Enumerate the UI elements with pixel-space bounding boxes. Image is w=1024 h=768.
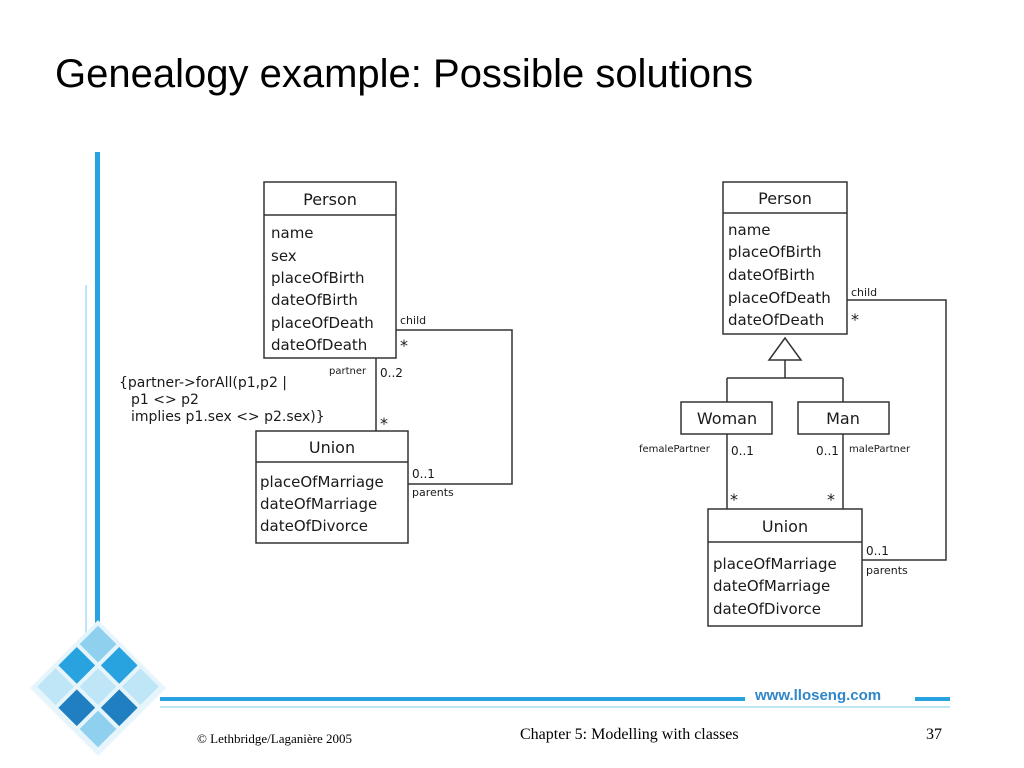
class-man: Man: [797, 401, 890, 435]
attribute: dateOfDeath: [271, 336, 367, 354]
multiplicity-label: *: [730, 490, 738, 509]
constraint-line: {partner->forAll(p1,p2 |: [119, 375, 287, 391]
attribute: placeOfBirth: [728, 243, 821, 261]
generalization-arrow: [726, 336, 844, 402]
class-name: Union: [309, 438, 355, 457]
attribute: placeOfDeath: [271, 314, 374, 332]
horizontal-accent-bar: [160, 697, 745, 701]
horizontal-accent-bar-thin: [160, 706, 950, 708]
class-person-left: Person name sex placeOfBirth dateOfBirth…: [263, 181, 397, 359]
role-label: femalePartner: [639, 444, 711, 455]
class-woman: Woman: [680, 401, 773, 435]
copyright-notice: © Lethbridge/Laganière 2005: [197, 731, 352, 746]
class-name: Man: [826, 409, 860, 428]
multiplicity-label: *: [851, 310, 859, 329]
attribute: dateOfMarriage: [260, 495, 377, 513]
slide-title: Genealogy example: Possible solutions: [55, 52, 754, 96]
class-name: Woman: [697, 409, 757, 428]
attribute: name: [271, 224, 314, 242]
attribute: dateOfBirth: [271, 291, 358, 309]
association-child-parents: [396, 329, 513, 485]
association-child-parents: [847, 299, 947, 561]
class-union-left: Union placeOfMarriage dateOfMarriage dat…: [255, 430, 409, 544]
ocl-constraint: {partner->forAll(p1,p2 | p1 <> p2 implie…: [119, 375, 325, 425]
horizontal-accent-bar-right: [915, 697, 950, 701]
right-diagram: Person name placeOfBirth dateOfBirth pla…: [639, 181, 947, 627]
attribute: dateOfDivorce: [260, 517, 368, 535]
multiplicity-label: 0..2: [380, 366, 403, 380]
page-number: 37: [926, 726, 942, 743]
role-label: parents: [866, 564, 908, 577]
multiplicity-label: 0..1: [866, 544, 889, 558]
multiplicity-label: 0..1: [816, 444, 839, 458]
multiplicity-label: 0..1: [731, 444, 754, 458]
chapter-title: Chapter 5: Modelling with classes: [520, 726, 739, 743]
role-label: malePartner: [849, 444, 911, 455]
attribute: dateOfDivorce: [713, 600, 821, 618]
multiplicity-label: *: [827, 490, 835, 509]
constraint-line: p1 <> p2: [131, 392, 199, 408]
multiplicity-label: *: [400, 336, 408, 355]
attribute: sex: [271, 247, 297, 265]
role-label: parents: [412, 486, 454, 499]
role-label: partner: [329, 366, 367, 377]
attribute: placeOfBirth: [271, 269, 364, 287]
class-person-right: Person name placeOfBirth dateOfBirth pla…: [722, 181, 848, 335]
multiplicity-label: *: [380, 414, 388, 433]
attribute: dateOfDeath: [728, 311, 824, 329]
attribute: placeOfDeath: [728, 289, 831, 307]
left-diagram: Person name sex placeOfBirth dateOfBirth…: [119, 181, 513, 544]
class-name: Person: [758, 189, 812, 208]
class-union-right: Union placeOfMarriage dateOfMarriage dat…: [707, 508, 863, 627]
attribute: name: [728, 221, 771, 239]
constraint-line: implies p1.sex <> p2.sex)}: [131, 409, 325, 425]
vertical-accent-bar-thin: [85, 285, 87, 665]
diamond-logo: [30, 620, 166, 756]
attribute: dateOfBirth: [728, 266, 815, 284]
attribute: placeOfMarriage: [260, 473, 384, 491]
attribute: placeOfMarriage: [713, 555, 837, 573]
attribute: dateOfMarriage: [713, 577, 830, 595]
role-label: child: [851, 286, 877, 299]
role-label: child: [400, 314, 426, 327]
class-name: Person: [303, 190, 357, 209]
class-name: Union: [762, 517, 808, 536]
multiplicity-label: 0..1: [412, 467, 435, 481]
vertical-accent-bar: [95, 152, 100, 697]
website-url: www.lloseng.com: [755, 687, 882, 704]
